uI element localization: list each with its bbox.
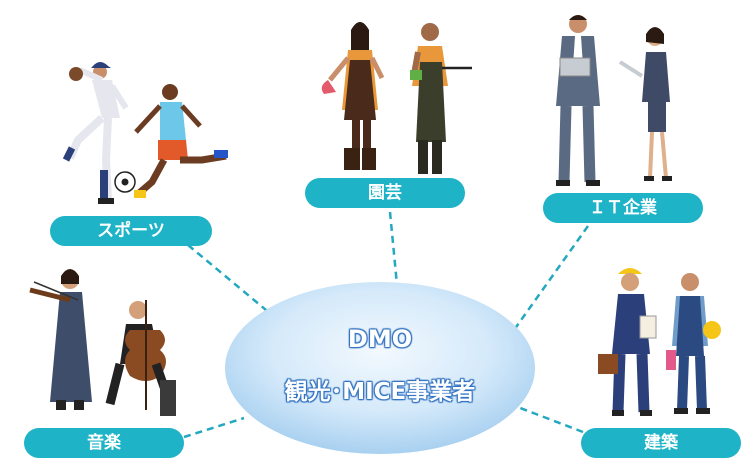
label-construction: 建築 [581, 428, 741, 458]
construction-worker-icon [666, 273, 721, 414]
gardener-man-icon [410, 23, 472, 174]
connector-sports [187, 244, 273, 316]
connector-construction [514, 404, 584, 434]
connector-gardening [388, 211, 399, 286]
gardener-woman-icon [321, 22, 385, 170]
businesswoman-phone-icon [618, 27, 672, 181]
violinist-icon [29, 269, 92, 410]
baseball-player-icon [62, 62, 129, 204]
center-title: DMO [347, 325, 413, 353]
label-it: ＩＴ企業 [543, 193, 703, 223]
center-subtitle: 観光･MICE事業者 [284, 379, 476, 405]
label-sports: スポーツ [50, 216, 212, 246]
connector-it [512, 225, 590, 331]
cellist-icon [105, 300, 176, 416]
architect-icon [598, 268, 657, 416]
soccer-player-icon [114, 84, 228, 198]
businessman-laptop-icon [556, 15, 600, 186]
label-gardening: 園芸 [305, 178, 465, 208]
label-music: 音楽 [24, 428, 184, 458]
connector-music [183, 416, 245, 439]
